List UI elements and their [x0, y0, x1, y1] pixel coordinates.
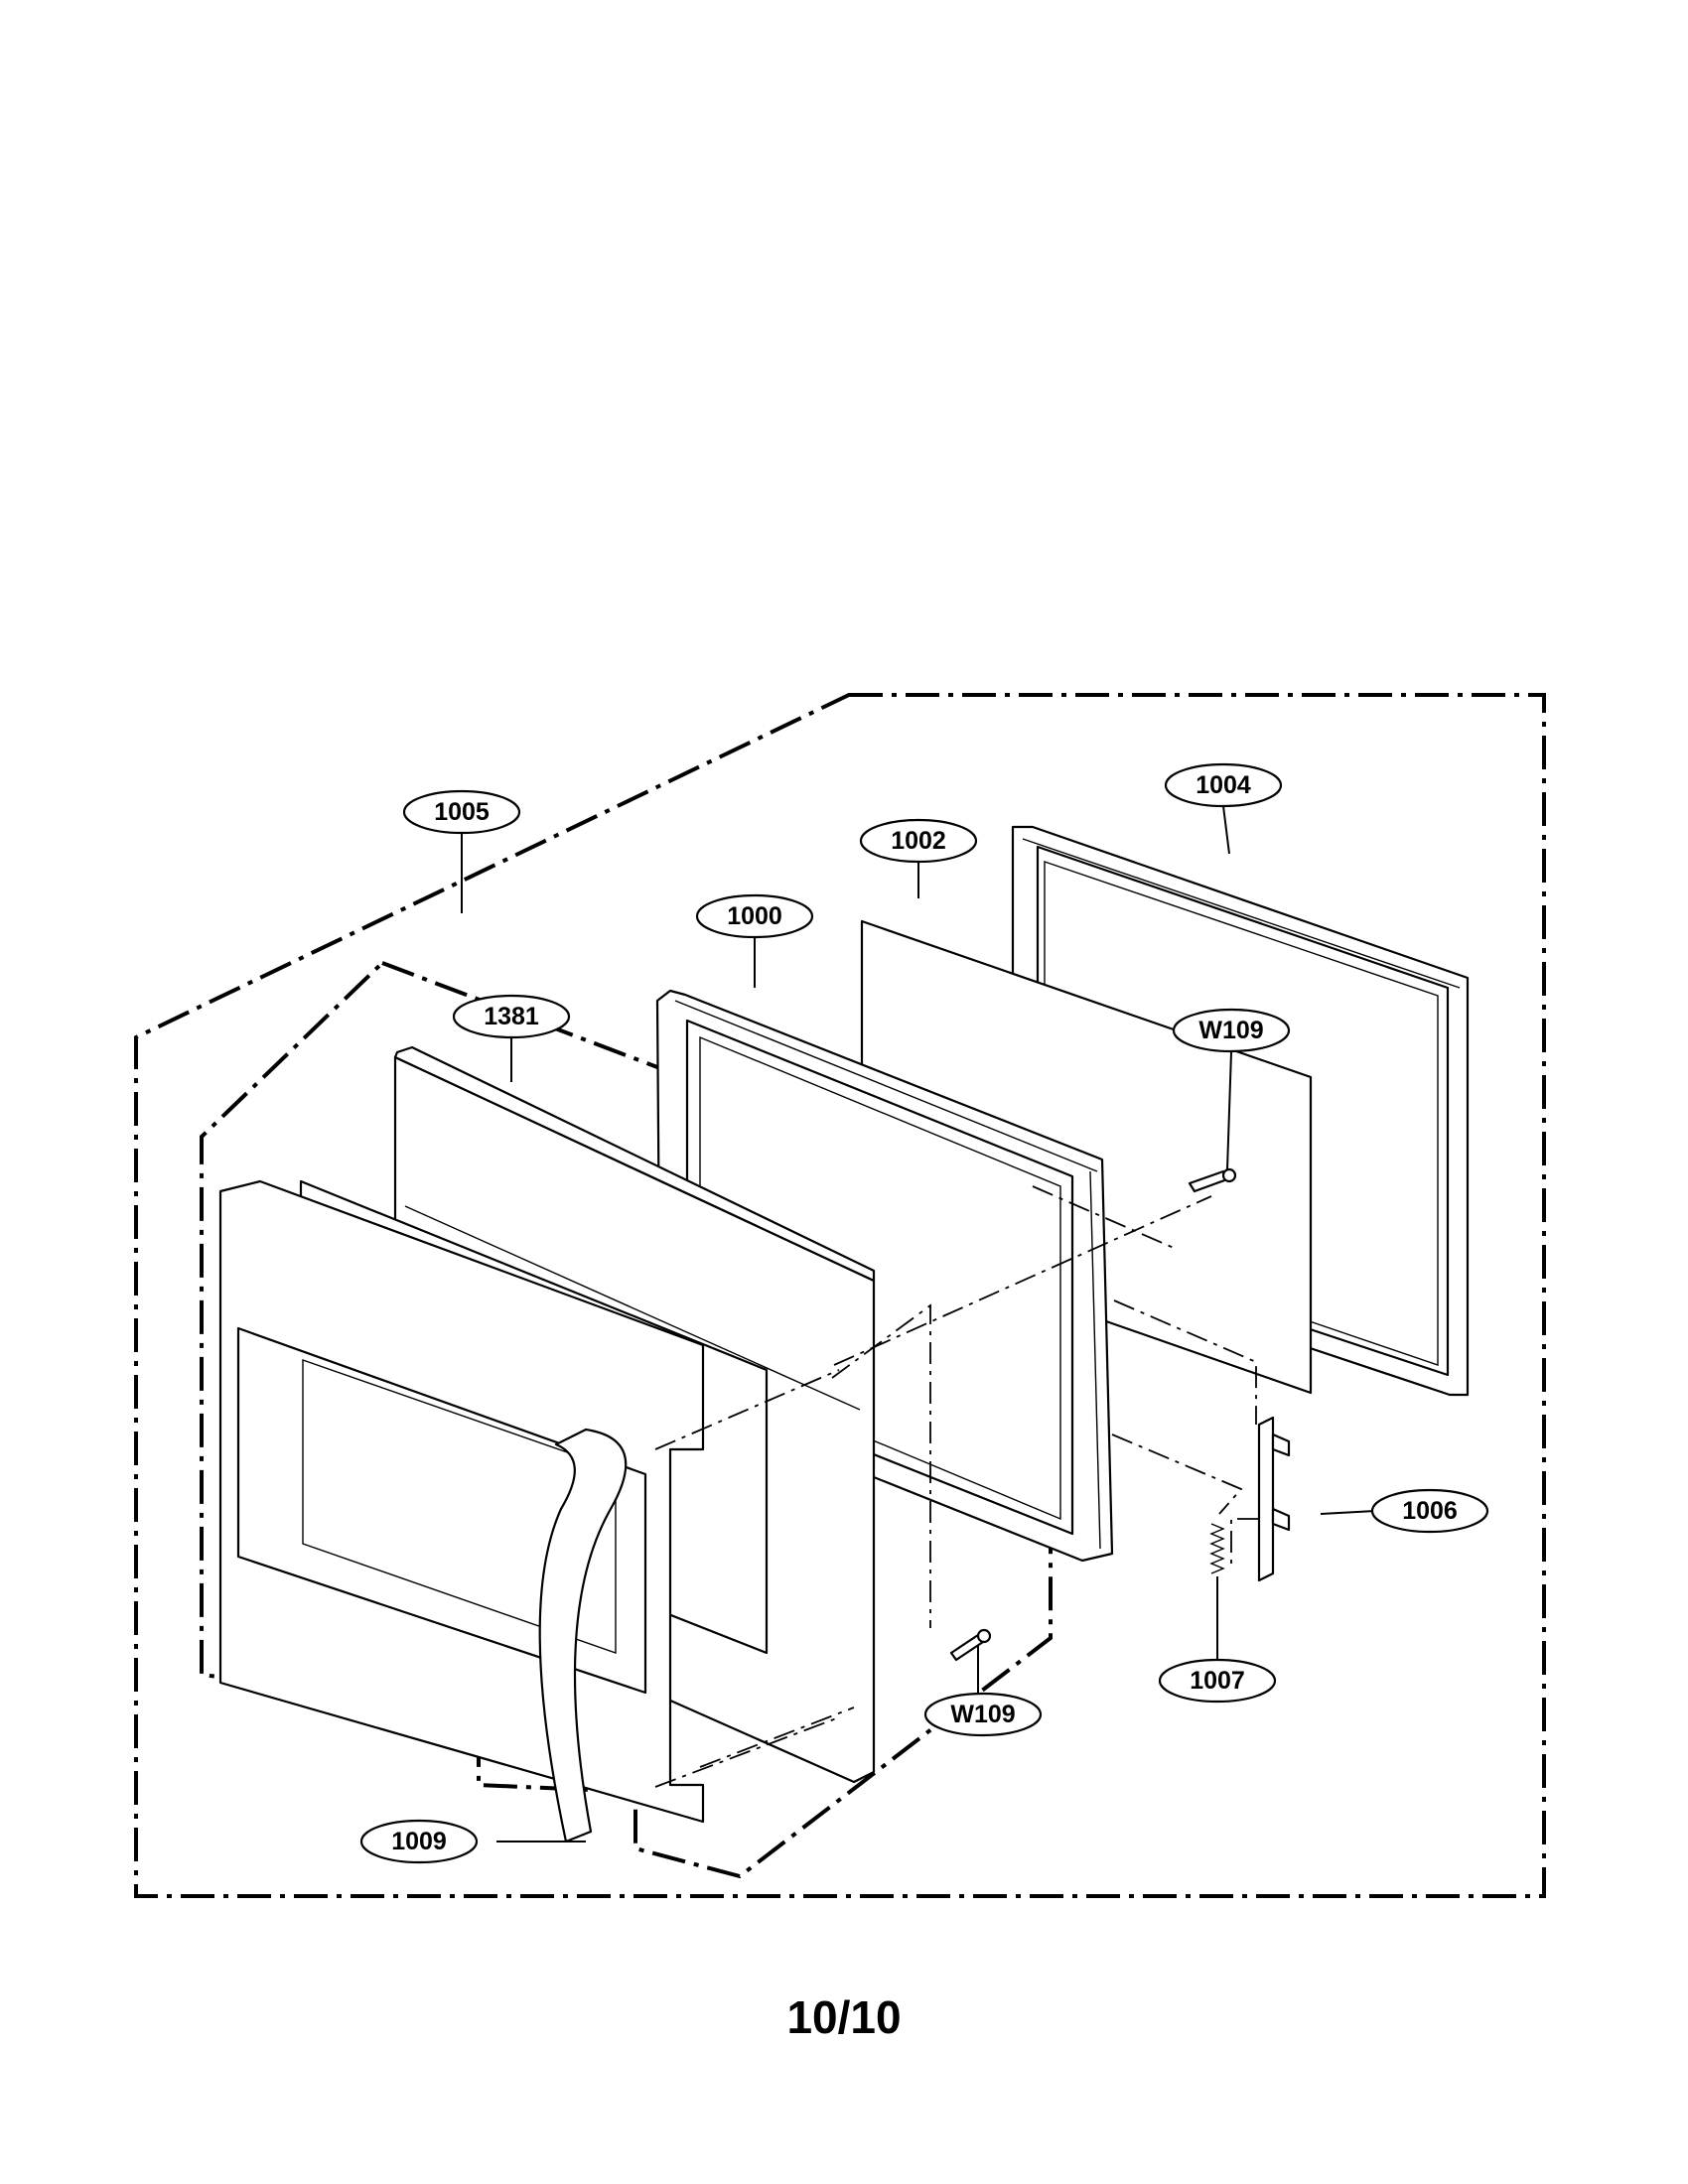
callout-w109-top: W109 [1172, 1008, 1291, 1053]
callout-1006: 1006 [1370, 1488, 1489, 1534]
screw-w109-top [1188, 1167, 1237, 1193]
callout-1381: 1381 [452, 994, 571, 1039]
callout-w109-bottom: W109 [923, 1692, 1043, 1737]
outer-assembly-boundary [134, 693, 1546, 1898]
callout-1000: 1000 [695, 893, 814, 939]
part-1009-handle [538, 1428, 628, 1843]
callout-1002: 1002 [859, 818, 978, 864]
screw-w109-bottom [949, 1628, 992, 1662]
callout-1381-label: 1381 [484, 1003, 539, 1030]
callout-1005: 1005 [402, 789, 521, 835]
callout-1007-label: 1007 [1190, 1667, 1245, 1695]
hidden-assembly-lines [654, 1185, 1259, 1788]
callout-1004-label: 1004 [1196, 771, 1251, 799]
callout-w109-top-label: W109 [1198, 1017, 1263, 1044]
callout-1002-label: 1002 [891, 827, 946, 855]
callout-1004: 1004 [1164, 762, 1283, 808]
part-1007-spring [1209, 1523, 1225, 1574]
callout-w109-bottom-label: W109 [950, 1701, 1015, 1728]
callout-1000-label: 1000 [727, 902, 782, 930]
page-number: 10/10 [786, 1991, 902, 2043]
callout-1007: 1007 [1158, 1658, 1277, 1704]
callout-1005-label: 1005 [434, 798, 490, 826]
callout-1009: 1009 [359, 1819, 479, 1864]
callout-1006-label: 1006 [1402, 1497, 1458, 1525]
callout-1009-label: 1009 [391, 1828, 447, 1855]
inner-door-assembly-boundary [200, 960, 1053, 1879]
part-1006-latch-hook [1257, 1416, 1291, 1582]
leader-lines [461, 805, 1376, 1843]
